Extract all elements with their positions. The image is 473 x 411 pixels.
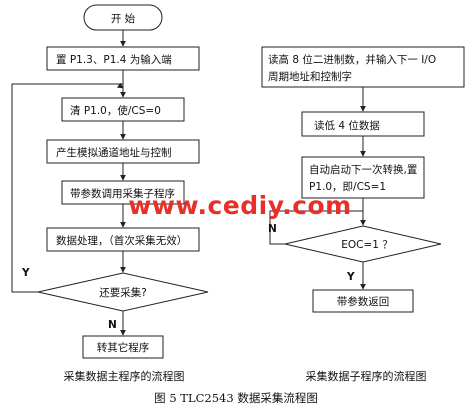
sub-auto-start-box [301,156,425,199]
sub-flow-caption: 采集数据子程序的流程图 [306,369,427,383]
main-call-sub-label: 带参数调用采集子程序 [70,187,175,200]
sub-read-high-line2: 周期地址和控制字 [268,70,352,83]
main-clear-p10-label: 清 P1.0，使/CS=0 [70,104,161,117]
main-continue-label: 还要采集? [99,286,147,299]
sub-read-low-label: 读低 4 位数据 [314,119,380,132]
watermark-text: www.cediy.com [128,191,351,220]
main-edge-loop-back [11,83,123,293]
main-goto-other-box [82,335,164,359]
sub-branch-yes-label: Y [346,271,355,283]
main-flow-caption: 采集数据主程序的流程图 [64,369,185,383]
figure-caption: 图 5 TLC2543 数据采集流程图 [154,391,318,405]
sub-eoc-label: EOC=1 ？ [341,239,393,251]
main-flowchart: 开 始 置 P1.3、P1.4 为输入端 清 P1.0，使/CS=0 产生模拟通… [11,4,209,383]
main-edge-loop-arrow-helper [116,82,124,89]
sub-branch-no-label: N [268,223,277,235]
sub-read-high-box [261,46,465,88]
sub-flowchart: 读高 8 位二进制数，并输入下一 I/O 周期地址和控制字 读低 4 位数据 自… [261,46,465,383]
sub-auto-start-line2: P1.0，即/CS=1 [309,181,386,193]
sub-return-box [312,289,414,313]
sub-read-high-line1: 读高 8 位二进制数，并输入下一 I/O [268,53,436,66]
main-gen-address-label: 产生模拟通道地址与控制 [56,146,172,159]
sub-auto-start-line1: 自动启动下一次转换,置 [309,163,417,176]
main-goto-other-label: 转其它程序 [97,341,150,354]
main-branch-yes-label: Y [21,267,30,279]
main-set-input-label: 置 P1.3、P1.4 为输入端 [56,53,172,66]
sub-edge-loop-back [269,210,363,245]
main-branch-no-label: N [108,319,117,331]
main-process-label: 数据处理，（首次采集无效） [56,234,187,247]
main-start-label: 开 始 [111,12,136,25]
sub-return-label: 带参数返回 [337,295,390,308]
